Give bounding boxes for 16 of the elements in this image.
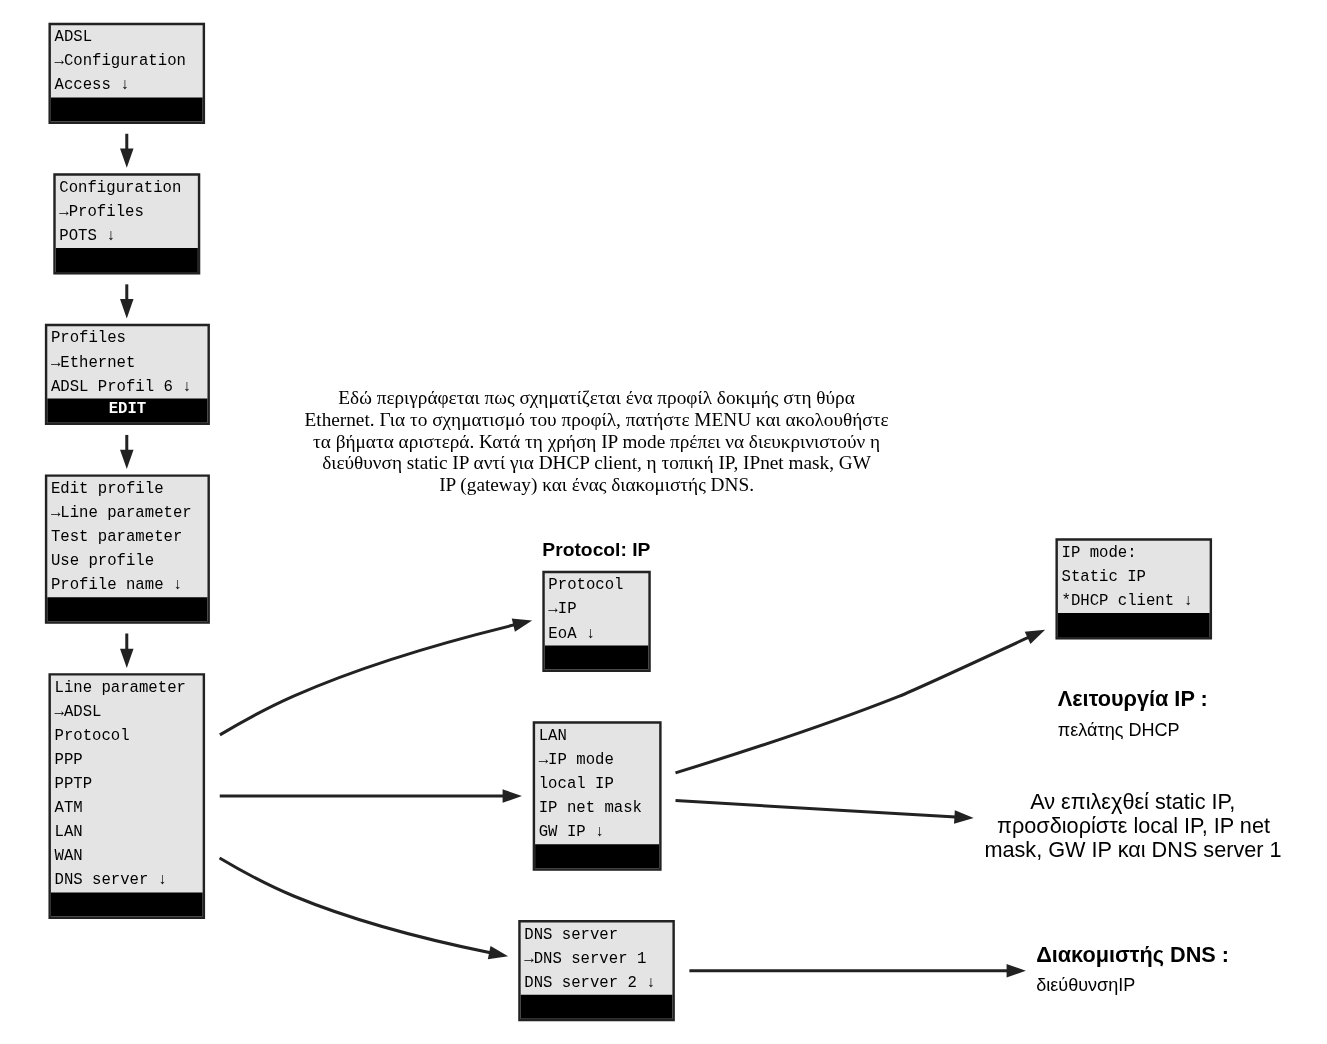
arrow [688,963,1026,978]
label: Εδώ περιγράφεται πως σχηματίζεται ένα προφίλ δοκιμής στη θύρα Ethernet. Για το σχηματισμό του προφίλ, πατήστε MENU και ακολουθήστε τα βήματα αριστερά. Κατά τη χρήση IP mode πρέπει να διευκρινιστούν η διεύθυνση static IP αντί για DHCP client, η τοπική IP, IPnet mask, GW IP (gateway) και ένας διακομιστής DNS. [304,387,889,496]
arrow [674,799,974,824]
arrow [119,284,134,319]
arrow [218,856,508,960]
arrow [119,633,134,668]
node-text: Αν επιλεχθεί static IP, προσδιορίστε local IP, IP net mask, GW IP και DNS server 1 [983,788,1282,862]
node-label: πελάτης DHCP [1057,719,1180,740]
arrow [218,618,532,737]
arrow [674,629,1045,775]
arrow [119,133,134,168]
arrow [219,789,522,803]
node-label: Λειτουργία IP : [1057,686,1208,712]
node-text: Διακομιστής DNS : διεύθυνσηIP [1035,941,1229,996]
arrow [119,434,134,470]
node-label: Protocol: IP [541,539,650,561]
